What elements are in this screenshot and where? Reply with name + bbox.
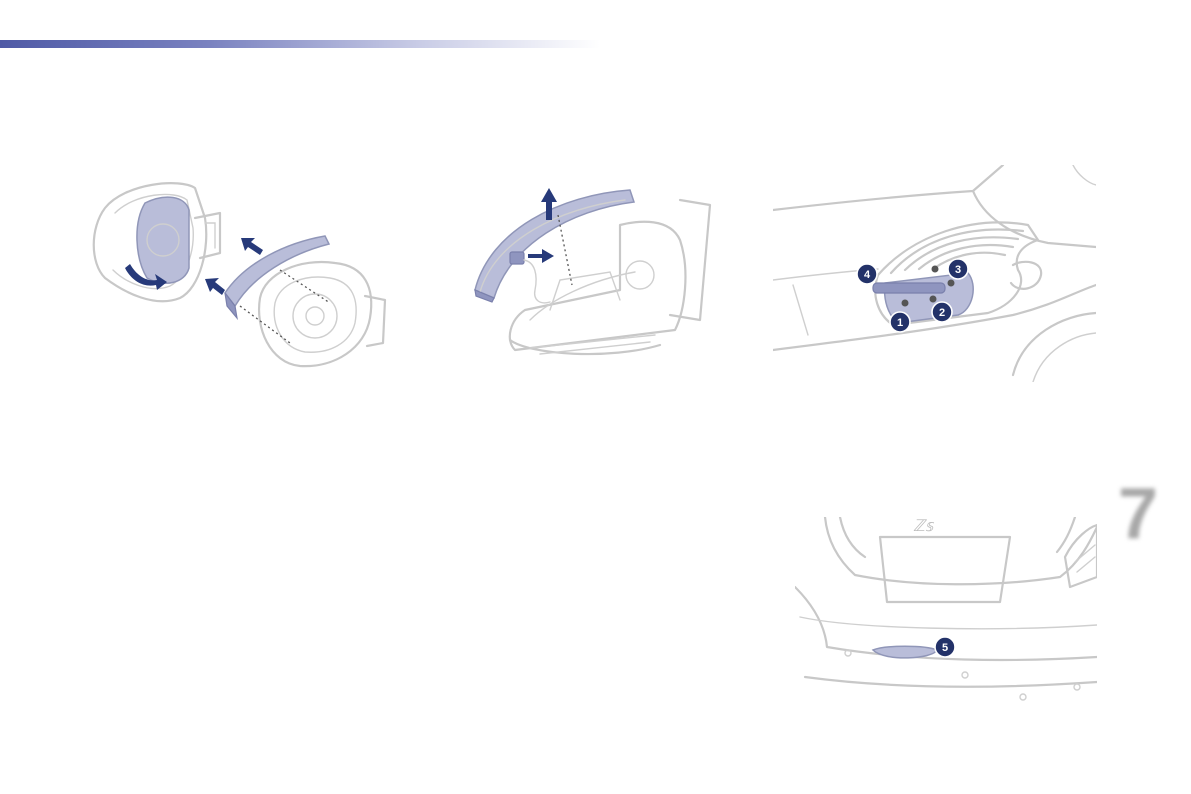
svg-text:1: 1 [897, 317, 903, 329]
logo-icon: ℤ𝕤 [913, 518, 935, 535]
number-plate-lamp-illustration: ℤ𝕤 5 [795, 517, 1097, 704]
indicator-bulb-unplug-illustration [470, 180, 715, 370]
callout-2: 2 [932, 302, 952, 322]
header-gradient-bar [0, 40, 600, 48]
callout-5: 5 [935, 637, 955, 657]
svg-text:5: 5 [942, 642, 948, 654]
callout-4: 4 [857, 264, 877, 284]
svg-text:3: 3 [955, 264, 961, 276]
svg-text:2: 2 [939, 307, 945, 319]
callout-3: 3 [948, 259, 968, 279]
chapter-number: 7 [1118, 478, 1158, 550]
callout-1: 1 [890, 312, 910, 332]
rear-lamp-bulb-holder-illustration: 4 3 1 2 [773, 165, 1096, 382]
mirror-indicator-removal-illustration [85, 178, 390, 378]
svg-text:4: 4 [864, 269, 871, 281]
